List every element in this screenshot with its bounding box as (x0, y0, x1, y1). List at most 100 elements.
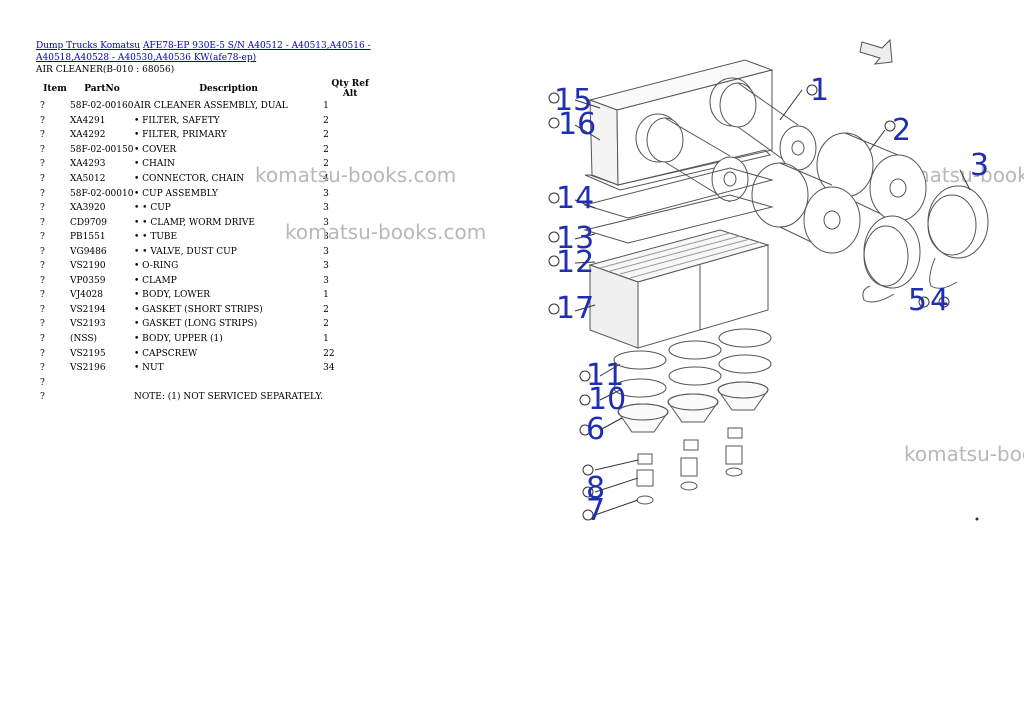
row-description: • GASKET (LONG STRIPS) (134, 319, 258, 330)
row-item: ? (40, 144, 45, 155)
row-item: ? (40, 203, 45, 214)
row-partno: VS2190 (70, 261, 106, 272)
row-partno: VJ4028 (70, 290, 104, 301)
row-description: • GASKET (SHORT STRIPS) (134, 304, 263, 315)
row-qty: 3 (323, 246, 329, 257)
callout-12: 12 (556, 245, 594, 280)
row-qty: 22 (323, 348, 335, 359)
header-qty-ref-alt: Qty Ref Alt (331, 79, 369, 99)
row-partno (70, 390, 134, 405)
row-qty: 3 (323, 203, 329, 214)
row-item: ? (40, 275, 45, 286)
row-partno: VS2193 (70, 319, 106, 330)
row-partno: PB1551 (70, 232, 106, 243)
row-partno: 58F-02-00150 (70, 144, 134, 155)
callout-1: 1 (810, 73, 829, 108)
row-description: • FILTER, SAFETY (134, 115, 220, 126)
row-qty: 4 (323, 174, 329, 184)
row-qty: 2 (323, 130, 329, 141)
row-qty: 3 (323, 217, 329, 228)
primary-filter (751, 132, 927, 254)
row-description: • CLAMP (134, 275, 177, 286)
table-row: ? 58F-02-00150• COVER 2 (36, 143, 377, 158)
row-item: ? (40, 319, 45, 330)
o-rings-and-clamps (613, 328, 772, 398)
safety-filter (646, 82, 817, 203)
row-description: • NUT (134, 363, 164, 374)
row-partno: (NSS) (70, 334, 98, 345)
row-partno: VP0359 (70, 275, 106, 286)
table-row: ?VS2194• GASKET (SHORT STRIPS)2 (36, 303, 377, 318)
row-partno: XA5012 (70, 174, 106, 184)
lower-body (588, 229, 770, 349)
callout-13: 13 (556, 221, 594, 256)
row-description: • CONNECTOR, CHAIN (134, 174, 245, 184)
row-item: ? (40, 261, 45, 272)
row-description: • CUP ASSEMBLY (134, 188, 218, 199)
row-description: • COVER (134, 144, 177, 155)
exploded-parts-diagram: 15 16 14 13 12 17 11 10 6 8 7 1 2 3 5 4 (548, 38, 989, 528)
row-item: ? (40, 188, 45, 199)
callout-3: 3 (970, 148, 989, 183)
row-item: ? (40, 348, 45, 359)
dust-cups (617, 381, 769, 433)
table-row: ? VJ4028 • BODY, LOWER 1 (36, 288, 377, 303)
breadcrumb: Dump Trucks Komatsu AFE78-EP 930E-5 S/N … (36, 40, 446, 64)
row-item: ? (40, 377, 45, 388)
row-item: ? (40, 217, 45, 228)
row-partno (70, 375, 134, 390)
header-description: Description (199, 84, 258, 94)
table-header-row: Item PartNo Description Qty Ref Alt (36, 79, 377, 99)
row-description: • O-RING (134, 261, 179, 272)
watermark: komatsu-books.com (255, 163, 457, 187)
row-description: • • CUP (134, 203, 171, 214)
row-item: ? (40, 392, 45, 403)
row-partno: 58F-02-00160 (70, 101, 134, 112)
row-qty: 3 (323, 188, 329, 199)
row-description: NOTE: (1) NOT SERVICED SEPARATELY. (134, 392, 324, 403)
table-row: ? VP0359 • CLAMP 3 (36, 274, 377, 289)
section-title: AIR CLEANER(B-010 : 68056) (36, 65, 175, 75)
row-qty: 1 (323, 290, 329, 301)
row-item: ? (40, 174, 45, 184)
callout-5: 5 (908, 283, 927, 318)
callout-4: 4 (930, 283, 949, 318)
row-description: • CHAIN (134, 159, 175, 170)
row-partno: XA3920 (70, 203, 106, 214)
table-row: ? NOTE: (1) NOT SERVICED SEPARATELY. (36, 390, 377, 405)
row-qty: 2 (323, 144, 329, 155)
header-partno: PartNo (84, 84, 120, 94)
table-row: ? VS2195 • CAPSCREW 22 (36, 346, 377, 361)
row-description: • • CLAMP, WORM DRIVE (134, 217, 255, 228)
row-item: ? (40, 101, 45, 112)
callout-10: 10 (588, 382, 626, 417)
row-item: ? (40, 304, 45, 315)
row-item: ? (40, 290, 45, 301)
row-qty: 3 (323, 275, 329, 286)
tubes-and-valves (636, 427, 743, 505)
row-item: ? (40, 130, 45, 141)
breadcrumb-link-dump-trucks[interactable]: Dump Trucks Komatsu (36, 41, 141, 51)
callout-14: 14 (556, 181, 594, 216)
gaskets (583, 167, 774, 244)
row-description: AIR CLEANER ASSEMBLY, DUAL (134, 101, 288, 112)
row-item: ? (40, 115, 45, 126)
row-partno: VS2195 (70, 348, 106, 359)
table-row: ?(NSS)• BODY, UPPER (1)1 (36, 332, 377, 347)
table-row: ? XA3920 • • CUP 3 (36, 201, 377, 216)
row-description: • CAPSCREW (134, 348, 198, 359)
breadcrumb-link-model[interactable]: AFE78-EP 930E-5 S/N A40512 - A40513,A405… (36, 41, 371, 63)
row-description: • BODY, LOWER (134, 290, 210, 301)
callout-17: 17 (556, 291, 594, 326)
row-description: • • VALVE, DUST CUP (134, 246, 237, 257)
row-qty: 3 (323, 232, 329, 243)
table-row: ? XA5012 • CONNECTOR, CHAIN 4 (36, 172, 377, 187)
